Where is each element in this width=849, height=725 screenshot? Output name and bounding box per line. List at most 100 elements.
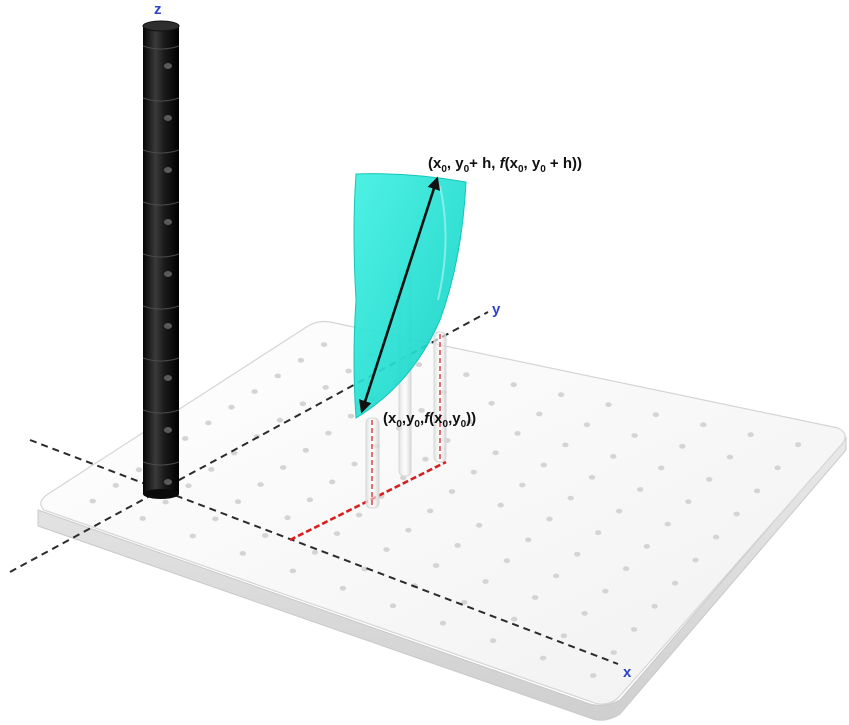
peg-hole [733, 511, 740, 517]
peg-hole [671, 580, 679, 586]
peg-hole [557, 392, 565, 398]
column-hole [164, 63, 172, 69]
peg-hole [297, 357, 305, 363]
peg-hole [454, 543, 461, 548]
peg-hole [427, 508, 434, 514]
peg-hole [610, 650, 617, 655]
peg-hole [488, 400, 495, 406]
peg-hole [794, 442, 802, 448]
peg-hole [747, 432, 754, 438]
peg-hole [185, 483, 192, 489]
peg-hole [706, 477, 713, 482]
difference-arrow [359, 176, 440, 414]
peg-hole [162, 499, 169, 505]
peg-hole [432, 563, 440, 568]
peg-hole [466, 419, 473, 425]
peg-hole [540, 462, 547, 468]
peg-hole [189, 533, 196, 539]
peg-hole [562, 442, 569, 448]
column-ring [142, 253, 180, 258]
y-axis-label: y [492, 301, 501, 318]
peg-hole [284, 515, 291, 521]
peg-hole [489, 638, 497, 644]
peg-hole [531, 595, 539, 600]
peg-hole [470, 469, 477, 475]
peg-hole [610, 454, 617, 459]
peg-hole [422, 456, 429, 462]
peg-hole [276, 417, 284, 423]
peg-hole [630, 627, 638, 632]
peg-hole [262, 533, 269, 538]
peg-hole [383, 547, 390, 552]
peg-hole [112, 483, 120, 488]
peg-hole [389, 603, 397, 609]
peg-hole [333, 531, 341, 536]
column-ring [142, 357, 180, 362]
peg-hole [637, 487, 644, 492]
peg-hole [605, 402, 612, 408]
column-ring [142, 201, 180, 206]
peg-hole [712, 534, 720, 540]
peg-hole [461, 600, 468, 605]
peg-hole [510, 616, 518, 622]
peg-hole [552, 573, 560, 579]
peg-hole [439, 620, 447, 626]
peg-hole [685, 499, 692, 505]
peg-hole [345, 368, 352, 374]
peg-hole [463, 372, 470, 378]
peg-hole [251, 389, 258, 394]
peg-hole [679, 443, 686, 449]
peg-hole [631, 433, 638, 438]
peg-hole [311, 549, 319, 555]
peg-hole [519, 482, 526, 488]
peg-hole [664, 521, 671, 527]
peg-hole [753, 488, 761, 494]
peg-hole [212, 516, 219, 522]
peg-hole [546, 516, 553, 522]
peg-hole [361, 566, 368, 572]
base-segment [289, 460, 447, 542]
peg-hole [567, 495, 574, 501]
peg-hole [89, 498, 96, 504]
column-hole [164, 479, 172, 485]
column-ring [142, 45, 180, 50]
peg-hole [239, 551, 246, 556]
x-axis-label: x [623, 664, 632, 681]
surface-inner-edge [437, 185, 447, 301]
geoboard-top [40, 320, 846, 705]
peg-hole [539, 655, 547, 661]
peg-hole [234, 499, 242, 505]
peg-hole [325, 430, 332, 436]
peg-hole [536, 411, 543, 417]
axes [9, 311, 619, 665]
peg-hole [602, 588, 609, 594]
peg-hole [289, 568, 297, 574]
peg-hole [651, 603, 658, 609]
peg-hole [616, 508, 623, 514]
peg-hole [280, 465, 287, 470]
peg-hole [320, 342, 328, 347]
top-point-label: (x0, y0+ h, f(x0, y0 + h)) [428, 155, 582, 175]
column-hole [164, 271, 172, 277]
peg-hole [658, 465, 665, 471]
peg-hole [257, 482, 264, 487]
peg-hole [726, 454, 734, 460]
peg-hole [415, 362, 423, 368]
peg-hole [182, 436, 189, 441]
peg-hole [347, 413, 355, 419]
peg-hole [208, 467, 215, 472]
peg-hole [205, 420, 212, 426]
peg-hole [405, 527, 412, 533]
peg-hole [692, 557, 699, 563]
peg-hole [135, 467, 143, 473]
peg-hole [525, 537, 532, 543]
z-axis-label: z [154, 1, 162, 18]
y-axis-line [9, 311, 489, 573]
peg-hole [774, 465, 781, 471]
peg-hole [476, 522, 483, 528]
peg-hole [574, 551, 581, 557]
peg-hole [503, 558, 511, 564]
peg-hole [514, 431, 521, 436]
base-point-label: (x0,y0,f(x0,y0)) [383, 410, 476, 430]
